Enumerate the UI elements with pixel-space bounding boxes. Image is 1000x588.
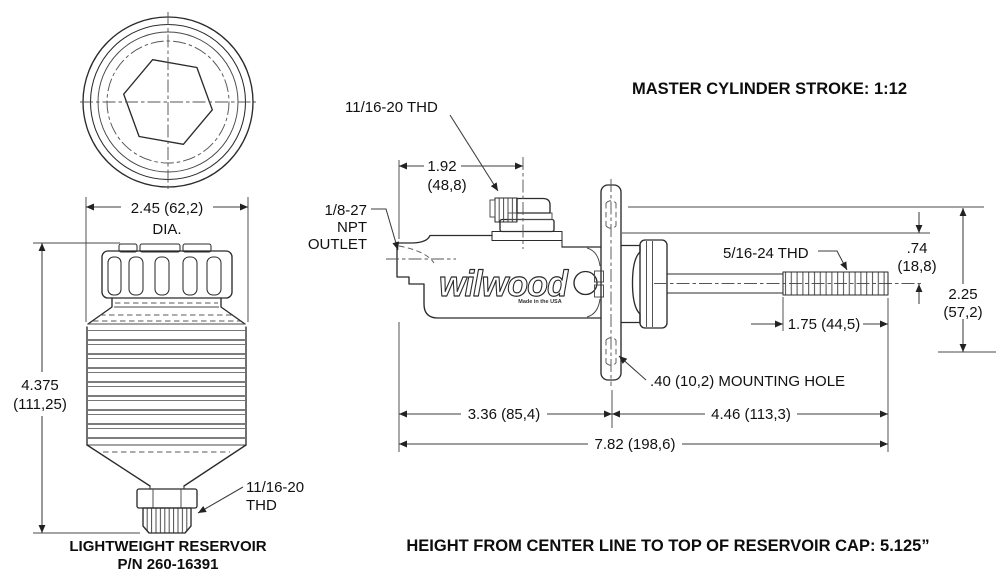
reservoir-thread-line1: 11/16-20 — [246, 479, 304, 496]
boot-retainer — [639, 239, 668, 329]
height-dimension-mm: (111,25) — [13, 396, 67, 413]
reservoir-cap-top-view — [80, 12, 256, 192]
height-dimension-in: 4.375 — [21, 377, 59, 394]
filler-offset-in: 1.92 — [427, 158, 456, 175]
stroke-title: MASTER CYLINDER STROKE: 1:12 — [632, 80, 907, 98]
pushrod — [666, 273, 784, 294]
filler-thread-label: 11/16-20 THD — [345, 99, 438, 116]
outlet-label-line3: OUTLET — [308, 236, 367, 253]
flange-height-in: 2.25 — [948, 286, 977, 303]
master-cylinder-callouts: 11/16-20 THD 1/8-27 NPT OUTLET 5/16-24 T… — [308, 99, 848, 390]
lower-mounting-slot — [605, 337, 617, 366]
dia-dimension-text: 2.45 (62,2) — [131, 200, 204, 217]
reservoir-side-view — [86, 243, 247, 534]
master-cylinder-dimensions: 1.92 (48,8) .74 (18,8) 2.25 (57,2) 1.75 … — [398, 158, 996, 453]
reservoir-diameter-dimension: 2.45 (62,2) DIA. — [85, 197, 249, 322]
made-in-usa-text: Made in the USA — [518, 299, 561, 305]
reservoir-thread-callout: 11/16-20 THD — [197, 479, 304, 514]
upper-mounting-slot — [605, 200, 617, 229]
reservoir-thread-line2: THD — [246, 497, 277, 514]
hex-nut — [136, 488, 198, 509]
rod-length-dim: 4.46 (113,3) — [711, 406, 791, 423]
mounting-hole-label: .40 (10,2) MOUNTING HOLE — [650, 373, 845, 390]
height-note: HEIGHT FROM CENTER LINE TO TOP OF RESERV… — [406, 537, 929, 555]
filler-plug — [516, 197, 551, 214]
overall-length-dim: 7.82 (198,6) — [595, 436, 676, 453]
reservoir-height-dimension: 4.375 (111,25) — [11, 242, 140, 534]
flange-height-mm: (57,2) — [943, 304, 982, 321]
reservoir-cap — [101, 250, 233, 299]
bellows-sides — [86, 326, 247, 446]
bellows-ribs — [88, 329, 245, 441]
wilwood-logo: wilwood — [439, 263, 569, 304]
filler-offset-mm: (48,8) — [427, 177, 466, 194]
body-length-dim: 3.36 (85,4) — [468, 406, 541, 423]
reservoir-part-number: P/N 260-16391 — [118, 556, 219, 573]
rod-to-hole-mm: (18,8) — [897, 258, 936, 275]
cylinder-body-outline — [396, 242, 602, 319]
reservoir-threads — [142, 507, 192, 534]
filler-plug-threads — [494, 197, 518, 223]
pushrod-boot — [620, 244, 641, 324]
thread-length-dim: 1.75 (44,5) — [788, 316, 861, 333]
dia-label: DIA. — [152, 221, 181, 238]
outlet-label-line1: 1/8-27 — [324, 202, 367, 219]
rod-thread-label: 5/16-24 THD — [723, 245, 809, 262]
rod-to-hole-in: .74 — [907, 240, 928, 257]
body-hole — [573, 270, 598, 296]
reservoir-caption: LIGHTWEIGHT RESERVOIR P/N 260-16391 — [69, 538, 266, 573]
pushrod-threads — [782, 271, 889, 296]
reservoir-title: LIGHTWEIGHT RESERVOIR — [69, 538, 266, 555]
outlet-label-line2: NPT — [337, 219, 367, 236]
master-cylinder-view: wilwood Made in the USA — [386, 157, 922, 386]
